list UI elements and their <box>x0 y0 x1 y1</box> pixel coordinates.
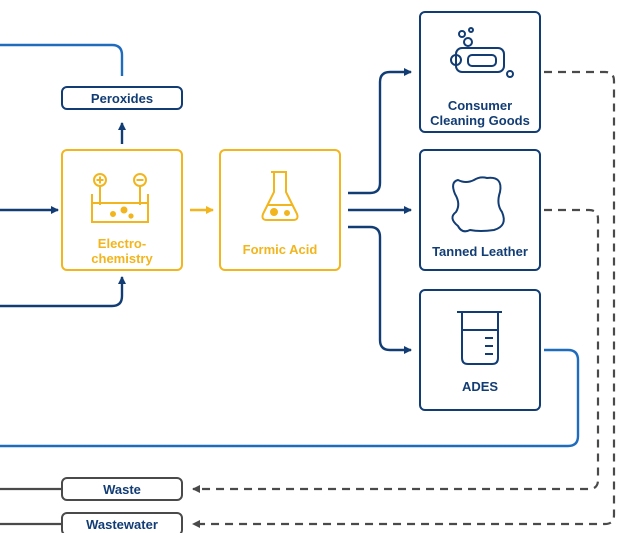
leather-to-waste-dashed <box>192 208 600 493</box>
electrochemistry-node: Electro- chemistry <box>61 149 183 271</box>
peroxides-node: Peroxides <box>61 86 183 110</box>
tanned-leather-label: Tanned Leather <box>432 244 528 259</box>
formic-acid-label: Formic Acid <box>243 242 318 257</box>
formic-to-ades-arrow <box>348 225 412 354</box>
flask-icon <box>261 171 299 221</box>
bottom-input-connector <box>0 276 126 308</box>
electrochemistry-label-line1: Electro- <box>98 236 146 251</box>
consumer-to-wastewater-dashed <box>192 70 616 528</box>
loop-connector-top <box>0 43 124 76</box>
ades-label: ADES <box>462 379 498 394</box>
consumer-cleaning-goods-node: Consumer Cleaning Goods <box>419 11 541 133</box>
waste-label: Waste <box>103 482 141 497</box>
wastewater-node: Wastewater <box>61 512 183 533</box>
leather-hide-icon <box>451 176 505 233</box>
peroxides-label: Peroxides <box>91 91 153 106</box>
tanned-leather-node: Tanned Leather <box>419 149 541 271</box>
formic-acid-node: Formic Acid <box>219 149 341 271</box>
soap-bubbles-icon <box>450 27 514 78</box>
consumer-label-line1: Consumer <box>448 98 512 113</box>
electrochemistry-cell-icon <box>91 173 149 223</box>
consumer-label-line2: Cleaning Goods <box>430 113 530 128</box>
beaker-icon <box>457 311 502 365</box>
waste-node: Waste <box>61 477 183 501</box>
formic-to-consumer-arrow <box>348 68 412 195</box>
electrochemistry-label-line2: chemistry <box>91 251 153 266</box>
wastewater-label: Wastewater <box>86 517 158 532</box>
ades-return-loop <box>0 348 580 448</box>
ades-node: ADES <box>419 289 541 411</box>
